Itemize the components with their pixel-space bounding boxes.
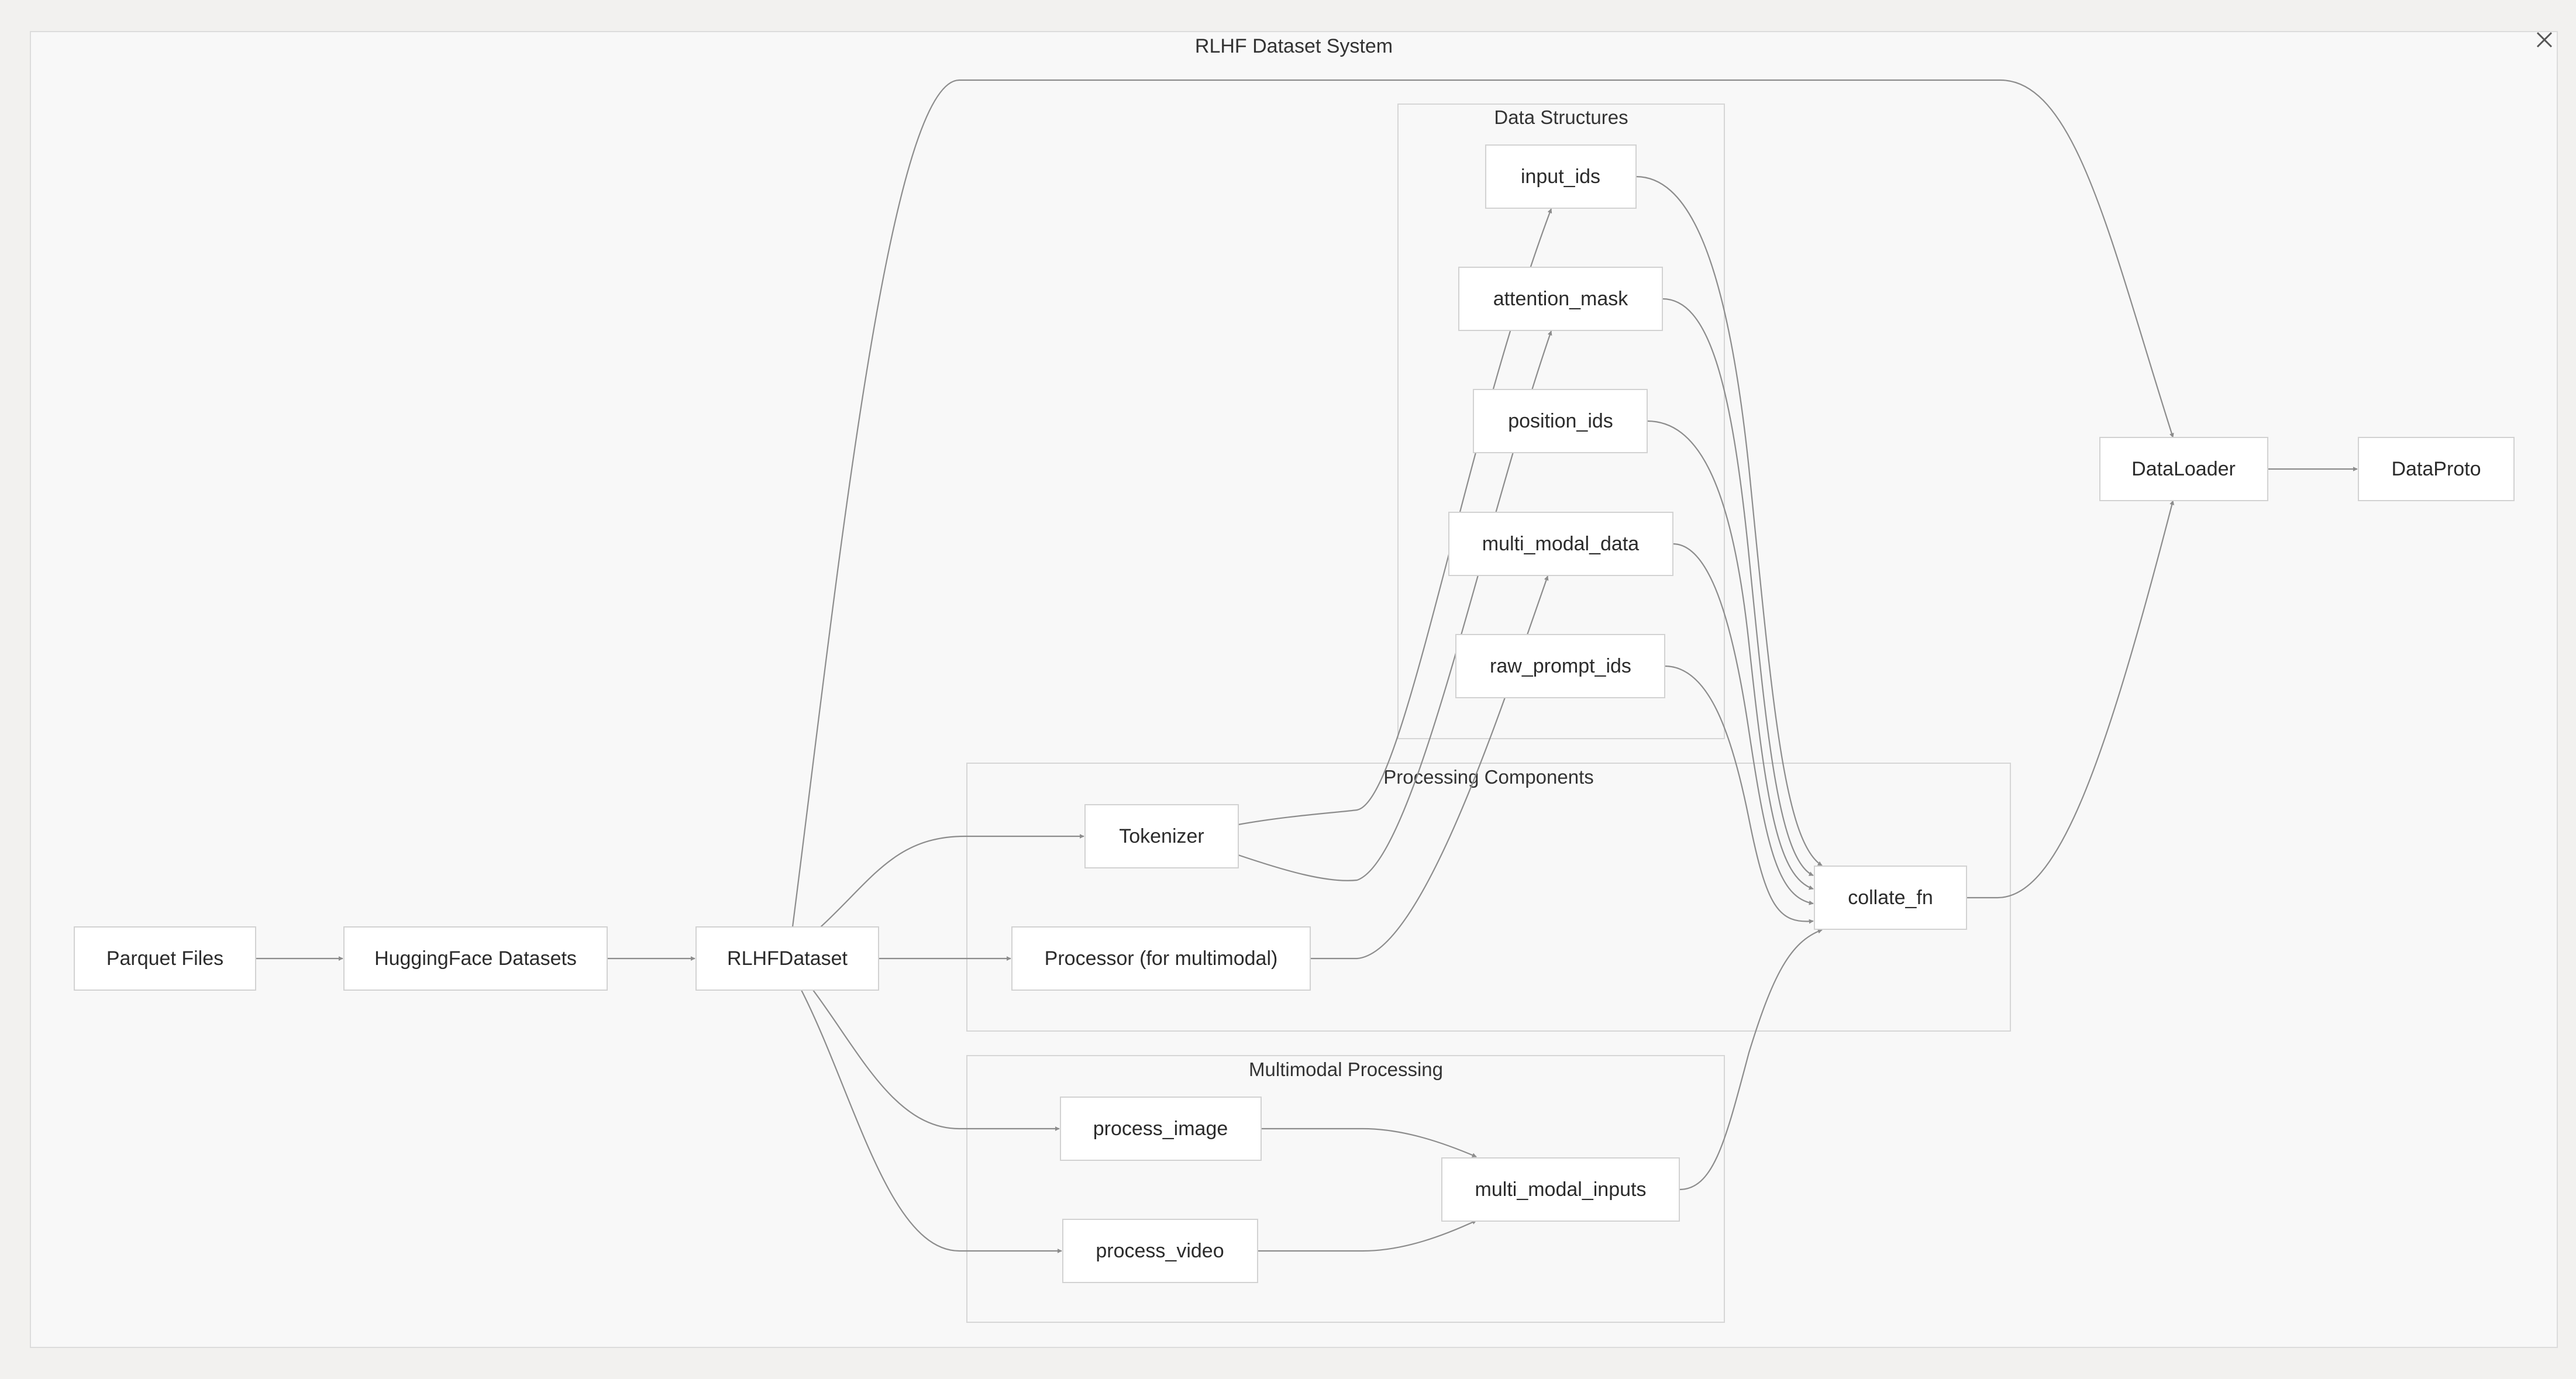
group-multimodal-processing: Multimodal Processing xyxy=(966,1055,1725,1323)
node-rlhfdataset[interactable]: RLHFDataset xyxy=(695,926,879,991)
node-raw-prompt-ids[interactable]: raw_prompt_ids xyxy=(1455,634,1665,698)
edge-multi-modal-data-to-collate xyxy=(1672,543,1814,905)
system-frame xyxy=(30,31,2558,1348)
edge-position-ids-to-collate xyxy=(1647,420,1814,890)
node-multi-modal-data[interactable]: multi_modal_data xyxy=(1448,512,1673,576)
group-title-multimodal-processing: Multimodal Processing xyxy=(1249,1059,1443,1080)
edge-multi-modal-inputs-to-collate xyxy=(1679,929,1823,1191)
group-title-processing-components: Processing Components xyxy=(1383,766,1594,788)
node-label: position_ids xyxy=(1508,410,1613,432)
node-processor[interactable]: Processor (for multimodal) xyxy=(1011,926,1311,991)
node-label: input_ids xyxy=(1521,166,1600,188)
node-huggingface-datasets[interactable]: HuggingFace Datasets xyxy=(343,926,608,991)
edges xyxy=(256,79,2358,1253)
system-title: RLHF Dataset System xyxy=(1195,35,1393,57)
node-collate-fn[interactable]: collate_fn xyxy=(1814,866,1967,930)
edge-attention-mask-to-collate xyxy=(1662,298,1814,877)
node-label: DataLoader xyxy=(2131,458,2236,480)
edge-rlhfdataset-to-dataloader xyxy=(791,79,2174,928)
group-title-data-structures: Data Structures xyxy=(1494,106,1628,128)
edge-process-video-to-multi-modal-inputs xyxy=(1258,1220,1477,1252)
edge-collate-to-dataloader xyxy=(1967,500,2175,899)
node-dataproto[interactable]: DataProto xyxy=(2358,437,2515,501)
node-label: multi_modal_inputs xyxy=(1475,1178,1647,1201)
node-position-ids[interactable]: position_ids xyxy=(1473,389,1648,453)
edge-raw-prompt-ids-to-collate xyxy=(1664,665,1814,924)
edge-input-ids-to-collate xyxy=(1635,175,1823,866)
node-label: raw_prompt_ids xyxy=(1490,655,1631,677)
node-label: Processor (for multimodal) xyxy=(1045,947,1278,970)
node-label: Parquet Files xyxy=(106,947,223,970)
group-data-structures: Data Structures xyxy=(1397,104,1725,739)
node-label: Tokenizer xyxy=(1119,825,1204,847)
node-attention-mask[interactable]: attention_mask xyxy=(1458,267,1663,331)
node-label: DataProto xyxy=(2391,458,2481,480)
node-parquet-files[interactable]: Parquet Files xyxy=(74,926,256,991)
node-label: attention_mask xyxy=(1493,288,1629,310)
edge-rlhfdataset-to-tokenizer xyxy=(820,834,1084,928)
node-process-video[interactable]: process_video xyxy=(1062,1219,1258,1283)
node-input-ids[interactable]: input_ids xyxy=(1485,144,1637,209)
node-label: process_image xyxy=(1093,1118,1228,1140)
node-label: multi_modal_data xyxy=(1482,533,1639,555)
edge-rlhfdataset-to-process-image xyxy=(812,990,1060,1131)
node-multi-modal-inputs[interactable]: multi_modal_inputs xyxy=(1441,1157,1680,1222)
node-label: HuggingFace Datasets xyxy=(374,947,577,970)
node-label: collate_fn xyxy=(1848,887,1933,909)
edge-tokenizer-to-attention-mask xyxy=(1238,330,1552,881)
node-label: process_video xyxy=(1096,1240,1224,1262)
edge-tokenizer-to-input-ids xyxy=(1238,208,1552,826)
close-icon xyxy=(2536,32,2553,48)
edge-process-image-to-multi-modal-inputs xyxy=(1261,1128,1477,1158)
edge-rlhfdataset-to-process-video xyxy=(801,990,1062,1253)
node-dataloader[interactable]: DataLoader xyxy=(2099,437,2268,501)
node-label: RLHFDataset xyxy=(727,947,848,970)
group-processing-components: Processing Components xyxy=(966,763,2011,1032)
node-process-image[interactable]: process_image xyxy=(1060,1097,1262,1161)
node-tokenizer[interactable]: Tokenizer xyxy=(1084,804,1239,868)
close-button[interactable] xyxy=(2533,28,2554,49)
